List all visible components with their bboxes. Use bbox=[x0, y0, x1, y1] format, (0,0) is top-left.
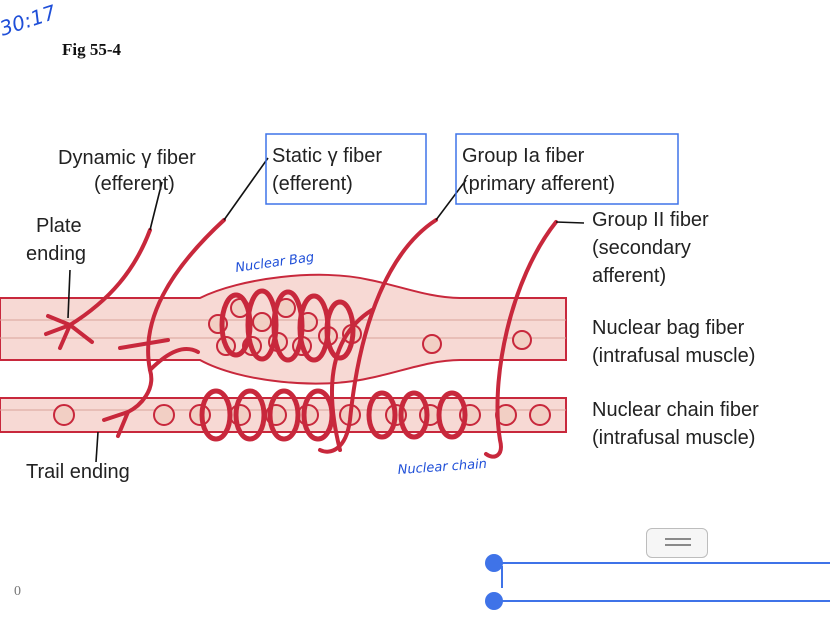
page-number: 0 bbox=[14, 584, 21, 599]
selection-bottom-line bbox=[494, 600, 830, 602]
text-caret bbox=[501, 566, 503, 588]
svg-text:(secondary: (secondary bbox=[592, 237, 691, 259]
muscle-spindle-diagram: Dynamic γ fiber (efferent) Static γ fibe… bbox=[0, 133, 759, 483]
grip-icon bbox=[665, 538, 691, 550]
static-gamma-fiber bbox=[126, 218, 226, 414]
svg-text:30:17: 30:17 bbox=[0, 0, 59, 40]
label-nuclear-bag-fiber: Nuclear bag fiber bbox=[592, 317, 745, 339]
static-gamma-box bbox=[265, 133, 427, 205]
label-dynamic-gamma: Dynamic γ fiber bbox=[58, 147, 196, 169]
label-group-ia: Group Ia fiber bbox=[462, 145, 585, 167]
group-ii-fiber bbox=[484, 220, 558, 459]
group-ia-box bbox=[455, 133, 679, 205]
dynamic-gamma-fiber bbox=[68, 228, 152, 327]
label-group-ii: Group II fiber bbox=[592, 209, 709, 231]
svg-text:afferent): afferent) bbox=[592, 265, 666, 287]
handwritten-nuclear-chain: Nuclear chain bbox=[397, 457, 487, 478]
handwritten-nuclear-bag: Nuclear Bag bbox=[234, 250, 315, 276]
drag-handle-button[interactable] bbox=[646, 528, 708, 558]
figure-title: Fig 55-4 bbox=[62, 40, 122, 59]
svg-text:(primary afferent): (primary afferent) bbox=[462, 173, 615, 195]
label-nuclear-chain-fiber: Nuclear chain fiber bbox=[592, 399, 759, 421]
label-static-gamma: Static γ fiber bbox=[272, 145, 382, 167]
label-plate-ending: Plate bbox=[36, 215, 82, 237]
label-trail-ending: Trail ending bbox=[26, 461, 130, 483]
svg-text:(intrafusal muscle): (intrafusal muscle) bbox=[592, 345, 755, 367]
svg-text:(efferent): (efferent) bbox=[272, 173, 353, 195]
group-ia-fiber bbox=[318, 218, 438, 454]
svg-text:ending: ending bbox=[26, 243, 86, 265]
selection-end-handle[interactable] bbox=[485, 592, 503, 610]
svg-text:(efferent): (efferent) bbox=[94, 173, 175, 195]
svg-text:(intrafusal muscle): (intrafusal muscle) bbox=[592, 427, 755, 449]
selection-start-handle[interactable] bbox=[485, 554, 503, 572]
nuclear-bag-fiber bbox=[0, 273, 567, 385]
selection-top-line bbox=[494, 562, 830, 564]
handwritten-stamp: 30:17 bbox=[0, 0, 59, 40]
